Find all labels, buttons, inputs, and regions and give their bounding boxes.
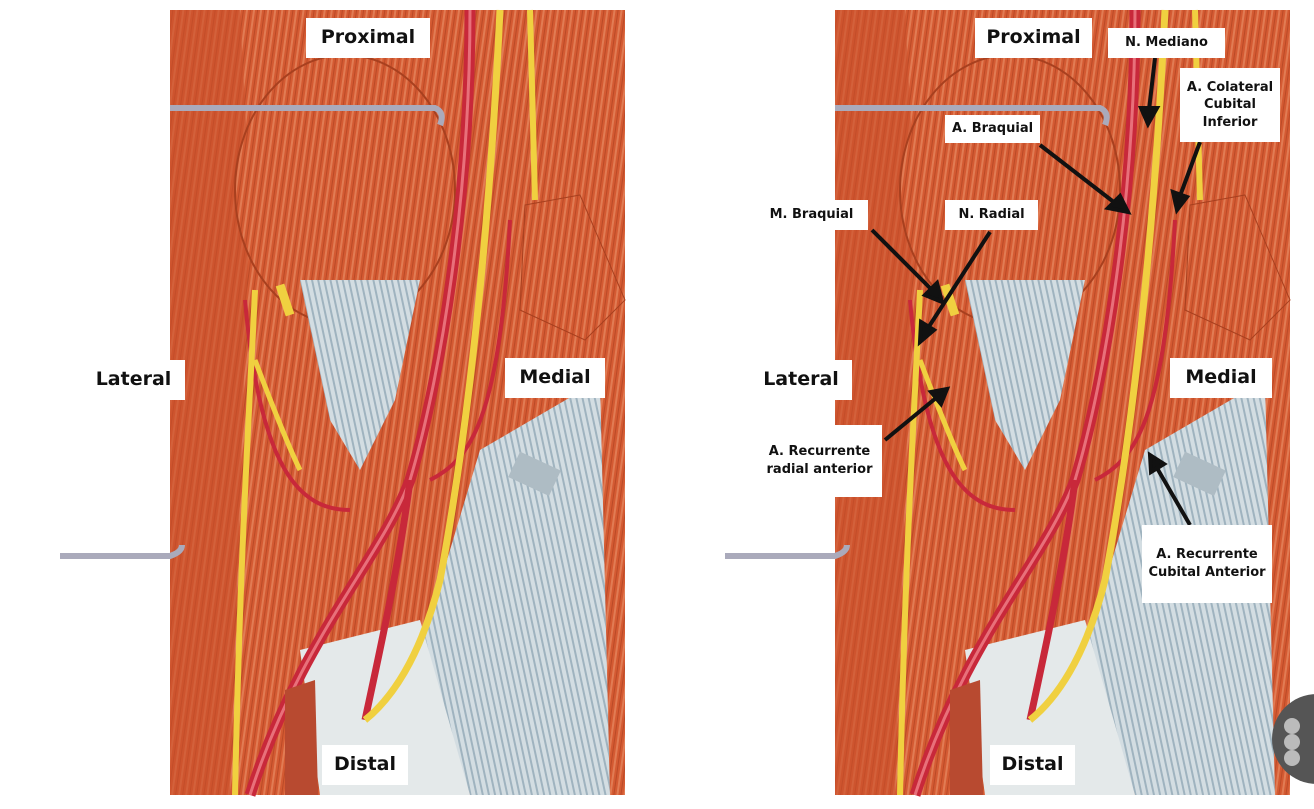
label-n-radial: N. Radial (945, 200, 1038, 230)
label-n-mediano: N. Mediano (1108, 28, 1225, 58)
label-medial: Medial (505, 358, 605, 398)
label-a-recurrente-cubital-anterior: A. Recurrente Cubital Anterior (1142, 525, 1272, 603)
label-lateral: Lateral (82, 360, 185, 400)
label-distal: Distal (990, 745, 1075, 785)
label-distal: Distal (322, 745, 408, 785)
arrow-a-recurrente-radial (883, 396, 938, 442)
arrow-n-mediano (1147, 57, 1157, 111)
arrow-m-braquial (870, 228, 934, 292)
arrow-a-recurrente-cubital (1155, 466, 1192, 527)
label-proximal: Proximal (306, 18, 430, 58)
arrow-a-braquial (1038, 143, 1117, 205)
label-m-braquial: M. Braquial (755, 200, 868, 230)
arrow-n-radial (926, 230, 992, 330)
label-a-braquial: A. Braquial (945, 115, 1040, 143)
pointer-arrows (870, 57, 1202, 527)
label-a-recurrente-radial-anterior: A. Recurrente radial anterior (757, 425, 882, 497)
left-illustration (60, 10, 625, 795)
label-lateral: Lateral (750, 360, 852, 400)
label-a-colateral-cubital-inferior: A. Colateral Cubital Inferior (1180, 68, 1280, 142)
label-proximal: Proximal (975, 18, 1092, 58)
label-medial: Medial (1170, 358, 1272, 398)
arrow-a-colateral (1178, 141, 1202, 197)
